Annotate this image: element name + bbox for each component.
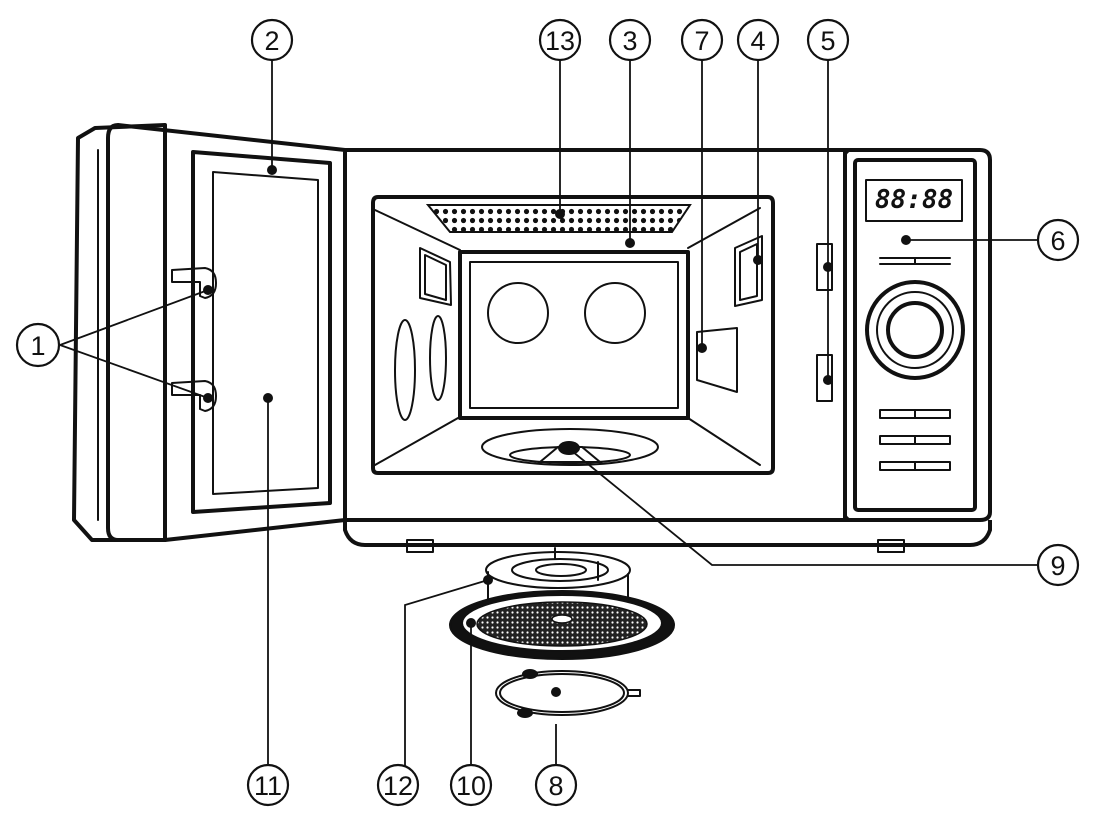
callout-2-label: 2 <box>264 26 279 56</box>
callout-1-label: 1 <box>30 331 45 361</box>
callout-8-label: 8 <box>548 771 563 801</box>
callout-13-label: 13 <box>545 26 575 56</box>
drive-coupler <box>537 441 603 463</box>
callout-3: 3 <box>608 18 652 62</box>
callout-8: 8 <box>534 763 578 807</box>
callout-10-label: 10 <box>456 771 486 801</box>
grill-rack <box>485 547 631 633</box>
callout-4-label: 4 <box>750 26 765 56</box>
callout-9-label: 9 <box>1050 551 1065 581</box>
callout-6: 6 <box>1036 218 1080 262</box>
callout-4: 4 <box>736 18 780 62</box>
callout-3-label: 3 <box>622 26 637 56</box>
oven-cavity <box>371 195 775 475</box>
oven-door <box>72 123 347 542</box>
callout-11-label: 11 <box>254 771 282 801</box>
callout-2: 2 <box>250 18 294 62</box>
callout-7-label: 7 <box>694 26 709 56</box>
callout-9: 9 <box>1036 543 1080 587</box>
control-panel: 88:88 <box>844 149 991 521</box>
roller-ring <box>495 669 641 718</box>
display-readout: 88:88 <box>875 185 953 215</box>
glass-turntable <box>449 590 675 660</box>
callout-11: 11 <box>246 763 290 807</box>
callout-5-label: 5 <box>820 26 835 56</box>
callout-12-label: 12 <box>383 771 413 801</box>
callout-7: 7 <box>680 18 724 62</box>
callout-6-label: 6 <box>1050 226 1065 256</box>
callout-13: 13 <box>538 18 582 62</box>
callout-1: 1 <box>15 322 61 368</box>
callout-10: 10 <box>449 763 493 807</box>
leader-dots <box>203 165 911 697</box>
callout-12: 12 <box>376 763 420 807</box>
callout-5: 5 <box>806 18 850 62</box>
